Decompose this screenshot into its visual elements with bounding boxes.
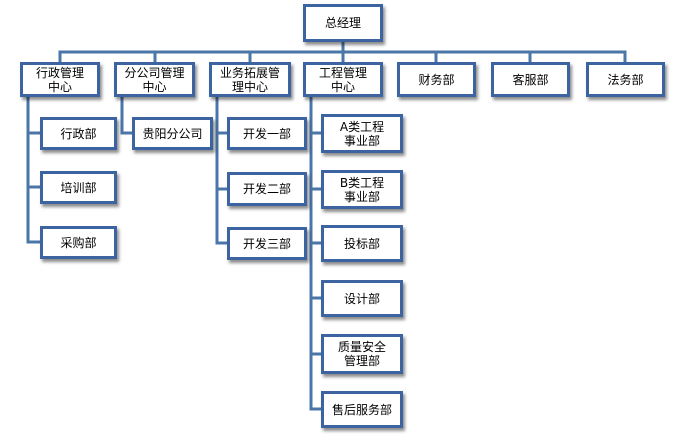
quality-safety-management-node: 质量安全 管理部: [321, 334, 403, 374]
training-department-node: 培训部: [40, 171, 117, 204]
engineering-center-node: 工程管理 中心: [303, 62, 383, 97]
general-manager-node: 总经理: [303, 4, 383, 42]
admin-center-node: 行政管理 中心: [20, 62, 100, 97]
class-b-engineering-division-node: B类工程 事业部: [321, 170, 403, 209]
finance-department-node: 财务部: [397, 62, 476, 97]
after-sales-service-node: 售后服务部: [321, 391, 403, 428]
purchasing-department-node: 采购部: [40, 226, 117, 259]
bidding-department-node: 投标部: [321, 225, 403, 262]
guiyang-branch-node: 贵阳分公司: [132, 117, 213, 150]
customer-service-department-node: 客服部: [491, 62, 570, 97]
development-dept-3-node: 开发三部: [227, 227, 307, 260]
class-a-engineering-division-node: A类工程 事业部: [321, 114, 403, 153]
business-center-node: 业务拓展管 理中心: [209, 62, 291, 97]
branch-center-node: 分公司管理 中心: [114, 62, 195, 97]
development-dept-2-node: 开发二部: [227, 172, 307, 206]
admin-department-node: 行政部: [40, 117, 117, 150]
development-dept-1-node: 开发一部: [227, 117, 307, 150]
legal-department-node: 法务部: [586, 62, 665, 97]
design-department-node: 设计部: [321, 280, 403, 317]
